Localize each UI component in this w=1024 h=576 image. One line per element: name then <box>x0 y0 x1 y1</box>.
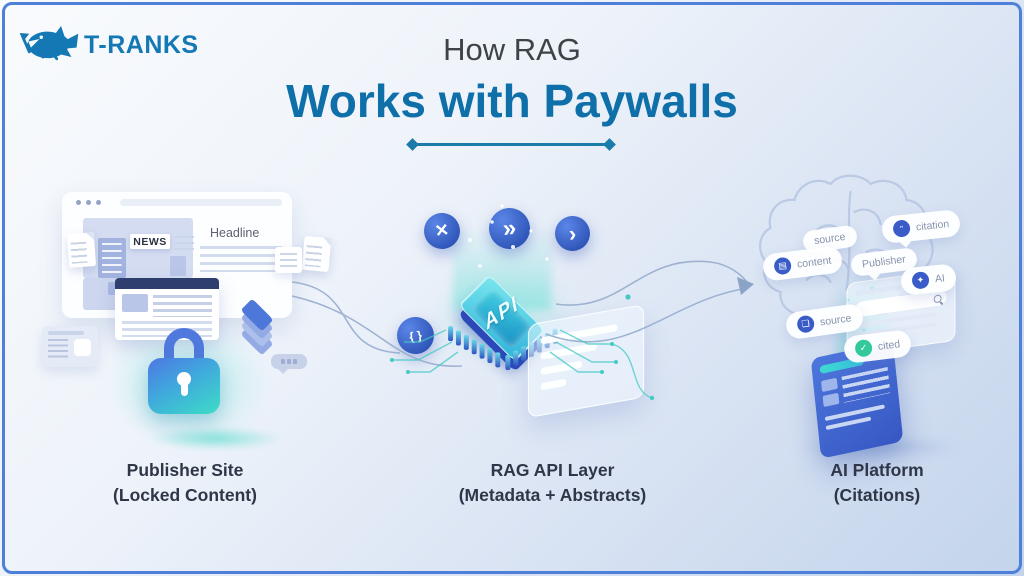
check-icon <box>854 338 874 358</box>
headline-label: Headline <box>210 226 260 240</box>
quote-icon <box>892 219 911 238</box>
title-underline-decoration <box>413 143 609 146</box>
card-thumbnails <box>821 377 840 411</box>
page-sidebar-block <box>98 238 126 278</box>
article-text-lines <box>153 295 212 317</box>
news-text: NEWS <box>133 235 167 248</box>
article-header-bar <box>115 278 219 289</box>
source-badge-icon <box>796 314 816 334</box>
label-line: (Metadata + Abstracts) <box>458 485 647 505</box>
bubble-text: citation <box>915 217 950 234</box>
title-line-1: How RAG <box>443 32 581 67</box>
title-line-2: Works with Paywalls <box>286 75 738 127</box>
lock-floor-glow <box>148 427 283 450</box>
padlock-shackle <box>164 328 204 366</box>
bubble-text: Publisher <box>861 253 907 271</box>
document-icon <box>301 235 332 273</box>
metadata-glass-card <box>527 304 645 418</box>
label-line: (Locked Content) <box>113 485 257 505</box>
panel-title-line <box>855 284 901 297</box>
keyhole <box>177 372 191 386</box>
keyhole-stem <box>180 383 188 396</box>
document-badge-icon <box>773 256 793 276</box>
sparkle-icon <box>911 270 930 290</box>
magnifier-icon <box>933 293 942 303</box>
bubble-text: AI <box>934 271 946 285</box>
layer-stack-icon <box>238 298 282 356</box>
small-text-panel <box>275 247 302 273</box>
label-publisher-site: Publisher Site (Locked Content) <box>60 458 310 508</box>
news-label: NEWS <box>130 234 170 249</box>
label-line: AI Platform <box>830 460 924 480</box>
bubble-text: content <box>796 254 832 271</box>
article-image-placeholder <box>122 294 148 312</box>
padlock-icon <box>148 328 220 446</box>
browser-window-dots <box>76 200 101 205</box>
bubble-text: source <box>819 311 853 329</box>
news-article-card <box>115 278 219 340</box>
brand-name: T-RANKS <box>84 30 199 59</box>
label-rag-api-layer: RAG API Layer (Metadata + Abstracts) <box>425 458 680 508</box>
label-line: Publisher Site <box>126 460 244 480</box>
bubble-text: cited <box>877 337 901 353</box>
label-ai-platform: AI Platform (Citations) <box>752 458 1002 508</box>
mini-profile-card <box>42 326 98 367</box>
headline-text-lines <box>200 246 282 272</box>
document-icon <box>66 232 97 268</box>
label-line: (Citations) <box>833 485 921 505</box>
news-text-lines <box>174 236 194 252</box>
bubble-text: source <box>813 230 847 248</box>
shark-logo-icon <box>19 26 79 61</box>
label-line: RAG API Layer <box>490 460 615 480</box>
chevron-badge-icon: › <box>553 214 592 253</box>
t-ranks-logo: T-RANKS <box>18 22 199 68</box>
browser-address-bar <box>120 199 282 206</box>
card-text-lines <box>841 366 891 403</box>
mini-speech-bubble <box>271 354 307 374</box>
page-column-block <box>170 256 186 276</box>
